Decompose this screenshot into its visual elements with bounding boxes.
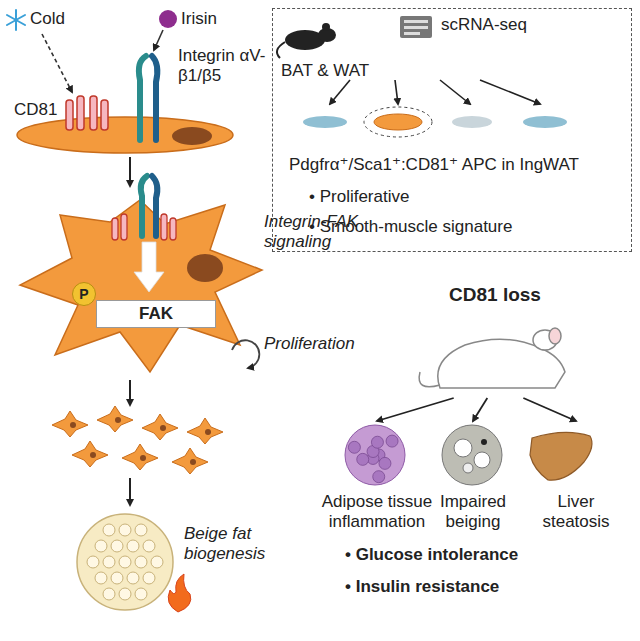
node-text: Liver steatosis xyxy=(522,492,630,533)
cell-membrane xyxy=(17,117,233,153)
fat-droplet xyxy=(127,572,139,584)
fat-droplet xyxy=(119,524,131,536)
cell-nucleus xyxy=(205,429,211,435)
text-label: • Insulin resistance xyxy=(345,577,499,597)
fat-tissue-icon xyxy=(442,425,502,485)
sequencing-icon xyxy=(400,16,432,38)
beige-fat xyxy=(77,514,173,610)
mouse-illustration xyxy=(419,328,565,388)
flame-icon xyxy=(168,574,191,612)
immune-cell xyxy=(371,436,383,448)
text-label: Integrin-FAK signaling xyxy=(264,212,384,253)
diagram-node: Liver steatosis xyxy=(522,422,630,533)
node-text: P xyxy=(79,286,88,303)
cell-nucleus xyxy=(90,452,96,458)
diagram-node: Adipose tissue inflammation xyxy=(318,422,436,533)
integrin-receptor xyxy=(141,176,158,236)
diagram-node: P xyxy=(72,282,96,306)
fat-droplet xyxy=(119,588,131,600)
fat-droplet xyxy=(135,556,147,568)
node-text: Pdgfrα⁺/Sca1⁺:CD81⁺ APC in IngWAT xyxy=(289,155,579,175)
fat-droplet xyxy=(103,588,115,600)
node-text: FAK xyxy=(139,304,173,324)
small-cell xyxy=(172,448,208,474)
proliferating-cells xyxy=(52,406,223,474)
small-cell xyxy=(142,414,178,440)
cluster-arrows xyxy=(330,80,540,104)
fat-droplet xyxy=(95,572,107,584)
inflamed-tissue-icon xyxy=(345,425,405,485)
immune-cell xyxy=(357,453,369,465)
immune-cell xyxy=(379,457,391,469)
cd81-protein xyxy=(66,96,108,130)
connector-arrow xyxy=(473,398,487,421)
cold-arrow xyxy=(42,34,72,92)
immune-cell xyxy=(373,471,385,483)
mouse-silhouette xyxy=(277,23,336,58)
node-text: Impaired beiging xyxy=(426,492,520,533)
node-text: • Proliferative xyxy=(309,187,409,207)
cell-nucleus xyxy=(115,417,121,423)
flow-arrow xyxy=(129,478,131,505)
diagram-node: Impaired beiging xyxy=(426,422,520,533)
cell-nucleus xyxy=(190,459,196,465)
text-label: Beige fat biogenesis xyxy=(184,524,284,565)
flow-arrow xyxy=(129,157,131,186)
diagram-node: CD81 loss xyxy=(405,284,585,398)
cell-nucleus xyxy=(172,127,212,145)
cell-clusters xyxy=(303,107,567,137)
connector-arrow xyxy=(523,398,576,421)
irisin-dot xyxy=(159,10,177,28)
text-label: Proliferation xyxy=(264,334,355,354)
cell-nucleus xyxy=(70,422,76,428)
fat-droplet xyxy=(119,556,131,568)
immune-cell xyxy=(348,441,360,453)
snowflake-icon xyxy=(7,10,25,30)
fat-droplet xyxy=(95,540,107,552)
node-text: BAT & WAT xyxy=(281,61,369,81)
node-text: CD81 loss xyxy=(405,284,585,307)
immune-cell xyxy=(386,435,398,447)
text-label: Integrin αV-β1/β5 xyxy=(178,46,270,87)
liver-icon xyxy=(530,432,592,480)
diagram-node: FAK xyxy=(96,300,216,328)
small-cell xyxy=(72,441,108,467)
small-cell xyxy=(187,418,223,444)
fat-droplet xyxy=(143,572,155,584)
cycle-arrow xyxy=(232,340,259,368)
text-label: Cold xyxy=(30,9,65,29)
small-cell xyxy=(52,411,88,437)
cd81-protein xyxy=(112,214,176,240)
small-cell xyxy=(122,444,158,470)
cell-nucleus xyxy=(160,425,166,431)
fat-droplet xyxy=(143,540,155,552)
text-label: Irisin xyxy=(181,9,217,29)
cell-nucleus xyxy=(187,254,223,282)
fat-droplet xyxy=(103,524,115,536)
fat-droplet xyxy=(87,556,99,568)
text-label: • Glucose intolerance xyxy=(345,545,518,565)
small-cell xyxy=(97,406,133,432)
flow-arrow xyxy=(129,380,131,405)
text-label: CD81 xyxy=(14,100,57,120)
fat-droplet xyxy=(135,588,147,600)
fat-droplet xyxy=(135,524,147,536)
integrin-receptor xyxy=(139,56,157,140)
fat-droplets xyxy=(87,524,163,600)
fat-droplet xyxy=(151,556,163,568)
cell-nucleus xyxy=(140,455,146,461)
fat-droplet xyxy=(127,540,139,552)
signal-arrow xyxy=(134,242,164,292)
node-text: Adipose tissue inflammation xyxy=(318,492,436,533)
irisin-arrow xyxy=(154,30,163,50)
fat-droplet xyxy=(103,556,115,568)
connector-arrow xyxy=(377,398,454,421)
fat-droplet xyxy=(111,540,123,552)
fat-droplet xyxy=(111,572,123,584)
node-text: scRNA-seq xyxy=(441,15,527,35)
